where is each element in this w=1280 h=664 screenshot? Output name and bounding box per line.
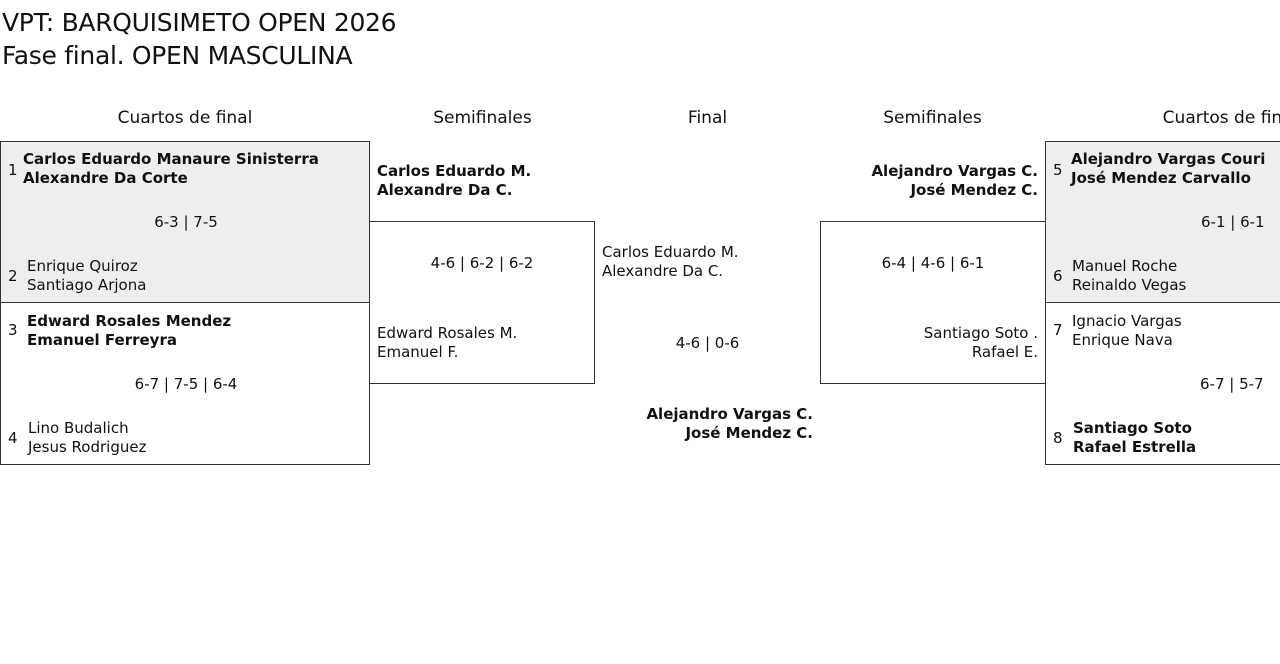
player-name: Enrique Nava bbox=[1072, 331, 1173, 349]
player-name: Santiago Arjona bbox=[27, 276, 147, 294]
final-score: 4-6 | 0-6 bbox=[675, 334, 740, 352]
player-name: Rafael E. bbox=[971, 343, 1038, 361]
player-name: José Mendez Carvallo bbox=[1071, 169, 1251, 187]
player-name: Alejandro Vargas Couri bbox=[1071, 150, 1266, 168]
seed-number: 4 bbox=[8, 429, 18, 447]
player-name: Jesus Rodriguez bbox=[28, 438, 147, 456]
player-name: Enrique Quiroz bbox=[27, 257, 138, 275]
seed-number: 3 bbox=[8, 321, 18, 339]
match-score: 6-3 | 7-5 bbox=[154, 213, 218, 231]
player-name: Emanuel Ferreyra bbox=[27, 331, 177, 349]
round-header-left-quarterfinals: Cuartos de final bbox=[117, 108, 253, 128]
team-qf1-bottom: Enrique Quiroz Santiago Arjona bbox=[27, 257, 146, 295]
team-sf-right-bottom: Santiago Soto . Rafael E. bbox=[821, 324, 1038, 362]
player-name: Alexandre Da C. bbox=[377, 181, 513, 199]
seed-number: 8 bbox=[1053, 429, 1063, 447]
player-name: Manuel Roche bbox=[1072, 257, 1178, 275]
team-final-top: Carlos Eduardo M. Alexandre Da C. bbox=[602, 243, 739, 281]
seed-number: 1 bbox=[8, 161, 18, 179]
match-sf-left: 4-6 | 6-2 | 6-2 Edward Rosales M. Emanue… bbox=[369, 221, 595, 384]
team-qf3-bottom: Manuel Roche Reinaldo Vegas bbox=[1072, 257, 1186, 295]
tournament-title: VPT: BARQUISIMETO OPEN 2026 bbox=[2, 8, 397, 37]
match-qf-2: 3 Edward Rosales Mendez Emanuel Ferreyra… bbox=[0, 302, 370, 465]
round-header-right-semifinals: Semifinales bbox=[883, 108, 982, 128]
player-name: Rafael Estrella bbox=[1073, 438, 1197, 456]
phase-title: Fase final. OPEN MASCULINA bbox=[2, 41, 353, 70]
match-score: 6-7 | 5-7 bbox=[1200, 375, 1264, 393]
team-qf2-bottom: Lino Budalich Jesus Rodriguez bbox=[28, 419, 146, 457]
team-sf-left-top: Carlos Eduardo M. Alexandre Da C. bbox=[377, 162, 531, 200]
player-name: Santiago Soto . bbox=[923, 324, 1038, 342]
player-name: José Mendez C. bbox=[685, 424, 813, 442]
player-name: Edward Rosales Mendez bbox=[27, 312, 232, 330]
round-header-left-semifinals: Semifinales bbox=[433, 108, 532, 128]
player-name: Ignacio Vargas bbox=[1072, 312, 1182, 330]
player-name: José Mendez C. bbox=[910, 181, 1038, 199]
player-name: Carlos Eduardo Manaure Sinisterra bbox=[23, 150, 319, 168]
team-sf-right-top: Alejandro Vargas C. José Mendez C. bbox=[820, 162, 1038, 200]
player-name: Emanuel F. bbox=[377, 343, 459, 361]
match-score: 6-1 | 6-1 bbox=[1201, 213, 1265, 231]
seed-number: 7 bbox=[1053, 321, 1063, 339]
round-header-final: Final bbox=[687, 108, 728, 128]
team-qf4-bottom: Santiago Soto Rafael Estrella bbox=[1073, 419, 1196, 457]
player-name: Reinaldo Vegas bbox=[1072, 276, 1187, 294]
player-name: Edward Rosales M. bbox=[377, 324, 518, 342]
match-score: 6-7 | 7-5 | 6-4 bbox=[134, 375, 238, 393]
match-score: 6-4 | 4-6 | 6-1 bbox=[881, 254, 985, 272]
player-name: Carlos Eduardo M. bbox=[377, 162, 532, 180]
seed-number: 6 bbox=[1053, 267, 1063, 285]
team-qf3-top: Alejandro Vargas Couri José Mendez Carva… bbox=[1071, 150, 1265, 188]
match-qf-4: 7 Ignacio Vargas Enrique Nava 6-7 | 5-7 … bbox=[1045, 302, 1280, 465]
match-qf-3: 5 Alejandro Vargas Couri José Mendez Car… bbox=[1045, 141, 1280, 303]
team-sf-left-bottom: Edward Rosales M. Emanuel F. bbox=[377, 324, 517, 362]
team-qf2-top: Edward Rosales Mendez Emanuel Ferreyra bbox=[27, 312, 231, 350]
seed-number: 5 bbox=[1053, 161, 1063, 179]
player-name: Carlos Eduardo M. bbox=[602, 243, 739, 261]
match-score: 4-6 | 6-2 | 6-2 bbox=[430, 254, 534, 272]
player-name: Alexandre Da Corte bbox=[23, 169, 188, 187]
match-sf-right: 6-4 | 4-6 | 6-1 Santiago Soto . Rafael E… bbox=[820, 221, 1046, 384]
team-final-bottom: Alejandro Vargas C. José Mendez C. bbox=[600, 405, 813, 443]
player-name: Alejandro Vargas C. bbox=[646, 405, 813, 423]
round-header-right-quarterfinals: Cuartos de final bbox=[1162, 108, 1280, 128]
player-name: Lino Budalich bbox=[28, 419, 129, 437]
player-name: Santiago Soto bbox=[1073, 419, 1192, 437]
seed-number: 2 bbox=[8, 267, 18, 285]
team-qf4-top: Ignacio Vargas Enrique Nava bbox=[1072, 312, 1182, 350]
team-qf1-top: Carlos Eduardo Manaure Sinisterra Alexan… bbox=[23, 150, 319, 188]
player-name: Alexandre Da C. bbox=[602, 262, 724, 280]
player-name: Alejandro Vargas C. bbox=[871, 162, 1038, 180]
match-qf-1: 1 Carlos Eduardo Manaure Sinisterra Alex… bbox=[0, 141, 370, 303]
